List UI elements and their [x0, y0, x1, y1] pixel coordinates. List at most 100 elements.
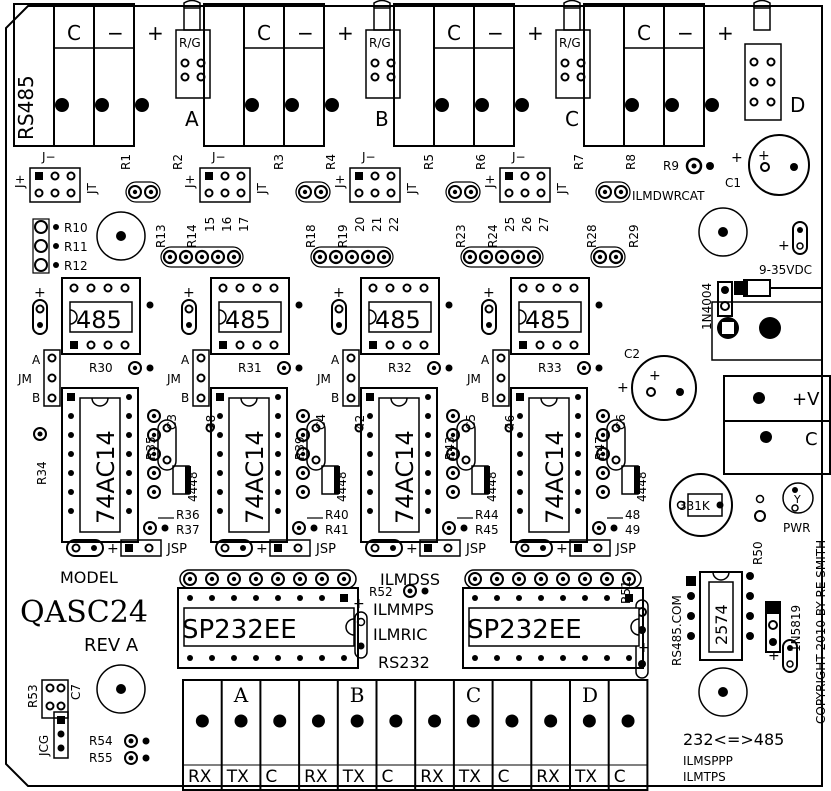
svg-text:R4: R4	[324, 154, 338, 170]
pad	[575, 470, 581, 476]
pad	[269, 283, 279, 293]
pad	[162, 249, 178, 265]
outline	[32, 299, 48, 335]
r9-pads	[685, 157, 714, 175]
pad	[186, 322, 192, 328]
pad	[144, 543, 154, 553]
pad	[354, 423, 364, 433]
pad	[390, 545, 396, 551]
pad	[337, 572, 351, 586]
terminal-label: TX	[226, 767, 249, 787]
board-outline	[5, 5, 823, 787]
svg-text:+V: +V	[792, 389, 820, 410]
pad	[467, 254, 473, 260]
svg-text:17: 17	[237, 217, 251, 232]
pad	[582, 576, 588, 582]
pad	[147, 447, 161, 461]
pad	[468, 189, 474, 195]
pad	[535, 340, 545, 350]
square-pad	[574, 544, 582, 552]
pad	[275, 655, 281, 661]
outline	[595, 181, 631, 203]
pad	[569, 340, 579, 350]
terminal-label: C	[498, 767, 510, 787]
pad	[151, 413, 157, 419]
notch	[518, 309, 527, 325]
pad	[425, 394, 431, 400]
svg-text:MODEL: MODEL	[60, 568, 118, 587]
pad	[86, 283, 96, 293]
pad	[452, 189, 458, 195]
silk-label: JSP	[166, 542, 187, 557]
pad	[86, 340, 96, 350]
svg-text:A: A	[185, 107, 199, 131]
left-resistor-pads	[32, 218, 59, 274]
pad	[217, 413, 223, 419]
square-pad	[424, 544, 432, 552]
pad	[325, 98, 339, 112]
pad	[486, 322, 492, 328]
pad	[151, 451, 157, 457]
top-terminal-block-0: C−+	[13, 3, 164, 147]
pad	[209, 595, 215, 601]
outline	[125, 181, 161, 203]
pad	[515, 254, 521, 260]
pad	[517, 489, 523, 495]
outline	[66, 539, 104, 557]
pad	[178, 249, 194, 265]
pad	[183, 572, 197, 586]
pad	[231, 576, 237, 582]
pad	[535, 283, 545, 293]
pad	[435, 98, 449, 112]
silk-label: C5	[464, 414, 478, 430]
silk-label: JSP	[615, 542, 636, 557]
pad	[147, 466, 161, 480]
pad	[450, 470, 456, 476]
pad	[310, 524, 318, 532]
svg-text:+: +	[731, 150, 743, 166]
pad	[484, 304, 494, 314]
pwr-led: Y PWR	[782, 482, 814, 535]
pad	[367, 508, 373, 514]
pad	[275, 451, 281, 457]
svg-text:1N4004: 1N4004	[700, 283, 714, 330]
svg-text:D: D	[790, 93, 805, 117]
pad	[381, 254, 387, 260]
silk-label: 4448	[485, 471, 499, 502]
pad	[66, 171, 76, 181]
pad	[575, 413, 581, 419]
pad	[494, 595, 500, 601]
pad	[593, 543, 603, 553]
terminal-label: C	[265, 767, 277, 787]
rs485-label: RS485	[14, 75, 38, 140]
pad	[249, 572, 263, 586]
pad	[120, 340, 130, 350]
outline	[445, 181, 481, 203]
outline	[120, 539, 162, 557]
pad	[442, 521, 456, 535]
silk-label: +	[556, 541, 568, 557]
svg-text:R6: R6	[474, 154, 488, 170]
pad	[446, 485, 460, 499]
rg-header-c: R/G C	[555, 0, 591, 131]
pad	[328, 249, 344, 265]
pad	[147, 485, 161, 499]
pad	[450, 413, 456, 419]
pad	[402, 340, 412, 350]
terminal-label: C	[257, 21, 271, 45]
silk-label: B	[32, 391, 40, 405]
pad	[598, 185, 612, 199]
pad	[196, 393, 206, 403]
silk-label: +	[183, 285, 195, 301]
chip-74ac14: 74AC14	[92, 430, 120, 524]
rg-header-b: R/G B	[365, 0, 401, 131]
pad	[427, 361, 441, 375]
pad	[275, 394, 281, 400]
pad	[389, 714, 403, 728]
pad	[582, 714, 596, 728]
pad	[504, 423, 514, 433]
pad	[311, 455, 321, 465]
